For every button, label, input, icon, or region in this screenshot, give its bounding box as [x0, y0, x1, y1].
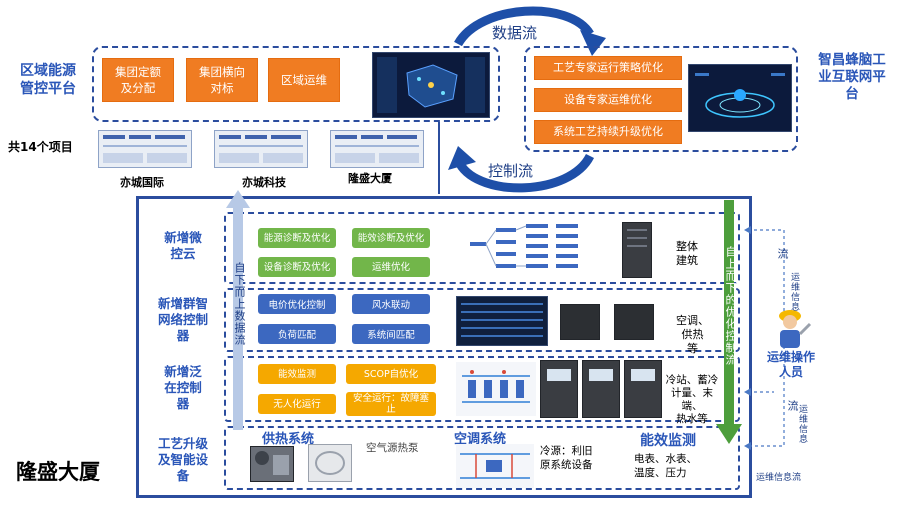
- regional-platform-box: [92, 46, 500, 122]
- network-controller-image-1: [560, 304, 600, 340]
- building-title: 隆盛大厦: [16, 460, 100, 484]
- vertical-connector-line: [438, 122, 440, 194]
- row-1-side-label: 整体 建筑: [676, 240, 698, 267]
- meters-note: 电表、水表、 温度、压力: [634, 453, 697, 479]
- top-down-arrow: [716, 200, 742, 444]
- edge-controller-image-3: [624, 360, 662, 418]
- process-strategy-button[interactable]: 工艺专家运行策略优化: [534, 56, 682, 80]
- brain-platform-graphic: [695, 73, 785, 118]
- edge-controller-image-1: [540, 360, 578, 418]
- ac-system-title: 空调系统: [454, 432, 507, 447]
- heating-unit-image: [250, 446, 294, 482]
- server-rack-image: [622, 222, 652, 278]
- system-matching-button[interactable]: 系统间匹配: [352, 324, 430, 344]
- safe-operation-button[interactable]: 安全运行：故障塞 止: [346, 392, 436, 416]
- unmanned-operation-button[interactable]: 无人化运行: [258, 394, 336, 414]
- efficiency-diagnosis-button[interactable]: 能效诊断及优化: [352, 228, 430, 248]
- edge-controller-image-2: [582, 360, 620, 418]
- top-down-flow-label: 自上而下的优化控制流: [724, 246, 737, 366]
- building-panel: [136, 196, 752, 498]
- heating-system-title: 供热系统: [262, 432, 315, 447]
- row-1-box: [224, 212, 740, 284]
- maintenance-info-label-3: 运维信息流: [756, 473, 802, 483]
- group-quota-button[interactable]: 集团定额 及分配: [102, 58, 174, 102]
- project-thumbnail-2: [214, 130, 308, 168]
- ops-optimization-button[interactable]: 运维优化: [352, 257, 430, 277]
- row-2-label: 新增群智 网络控制 器: [157, 296, 208, 343]
- energy-diagnosis-button[interactable]: 能源诊断及优化: [258, 228, 336, 248]
- load-matching-button[interactable]: 负荷匹配: [258, 324, 336, 344]
- project-name-1: 亦城国际: [120, 176, 164, 189]
- controller-dashboard-image: [456, 296, 548, 346]
- flow-arrows: [448, 6, 606, 193]
- network-controller-image-2: [614, 304, 654, 340]
- control-flow-label: 控制流: [488, 162, 534, 180]
- bottom-up-arrow: [226, 190, 250, 430]
- regional-platform-title: 区域能源 管控平台: [20, 63, 76, 97]
- wind-water-linkage-button[interactable]: 风水联动: [352, 294, 430, 314]
- industrial-platform-title: 智昌蜂脑工 业互联网平 台: [818, 52, 886, 102]
- efficiency-monitor-button[interactable]: 能效监测: [258, 364, 336, 384]
- system-upgrade-button[interactable]: 系统工艺持续升级优化: [534, 120, 682, 144]
- scop-optimize-button[interactable]: SCOP自优化: [346, 364, 436, 384]
- row-4-box: [224, 426, 740, 490]
- row-3-label: 新增泛 在控制 器: [164, 364, 202, 411]
- price-control-button[interactable]: 电价优化控制: [258, 294, 336, 314]
- industrial-platform-box: [524, 46, 798, 152]
- maintenance-info-label-1: 运维信息: [789, 272, 799, 312]
- worker-icon: [779, 310, 812, 348]
- bottom-up-flow-label: 自下而上数据流: [233, 262, 246, 346]
- regional-dashboard-screenshot: [372, 52, 490, 118]
- project-name-2: 亦城科技: [242, 176, 286, 189]
- maintenance-flow-arrows: [744, 226, 785, 450]
- regional-ops-button[interactable]: 区域运维: [268, 58, 340, 102]
- row-4-label: 工艺升级 及智能设 备: [157, 436, 208, 483]
- maintenance-flow-short-1: 流: [776, 248, 789, 260]
- ac-piping-graphic: [456, 444, 534, 488]
- network-topology-graphic: [470, 224, 578, 268]
- piping-diagram-graphic: [456, 362, 536, 416]
- group-benchmark-button[interactable]: 集团横向 对标: [186, 58, 258, 102]
- heat-pump-note: 空气源热泵: [366, 442, 419, 454]
- maintenance-flow-short-2: 流: [786, 400, 799, 412]
- project-thumbnail-3: [330, 130, 424, 168]
- row-3-box: [224, 356, 740, 422]
- heat-pump-image: [308, 444, 352, 482]
- dashboard-map-graphic: [377, 57, 485, 113]
- cold-source-note: 冷源：利旧 原系统设备: [540, 445, 593, 471]
- row-2-box: [224, 288, 740, 352]
- equipment-diagnosis-button[interactable]: 设备诊断及优化: [258, 257, 336, 277]
- data-flow-label: 数据流: [492, 24, 538, 42]
- maintenance-person-icon: [770, 306, 812, 350]
- projects-count-label: 共14个项目: [8, 140, 73, 154]
- maintenance-person-label: 运维操作 人员: [766, 350, 815, 379]
- brain-platform-screenshot: [688, 64, 792, 132]
- row-3-side-label: 冷站、蓄冷 计量、末端、 热水等: [665, 374, 719, 425]
- project-thumbnail-1: [98, 130, 192, 168]
- row-1-label: 新增微 控云: [164, 230, 202, 261]
- maintenance-info-label-2: 运维信息: [797, 404, 807, 444]
- energy-monitor-title: 能效监测: [640, 433, 696, 449]
- project-name-3: 隆盛大厦: [348, 172, 392, 185]
- row-2-side-label: 空调、 供热 等: [676, 314, 709, 355]
- equipment-maintenance-button[interactable]: 设备专家运维优化: [534, 88, 682, 112]
